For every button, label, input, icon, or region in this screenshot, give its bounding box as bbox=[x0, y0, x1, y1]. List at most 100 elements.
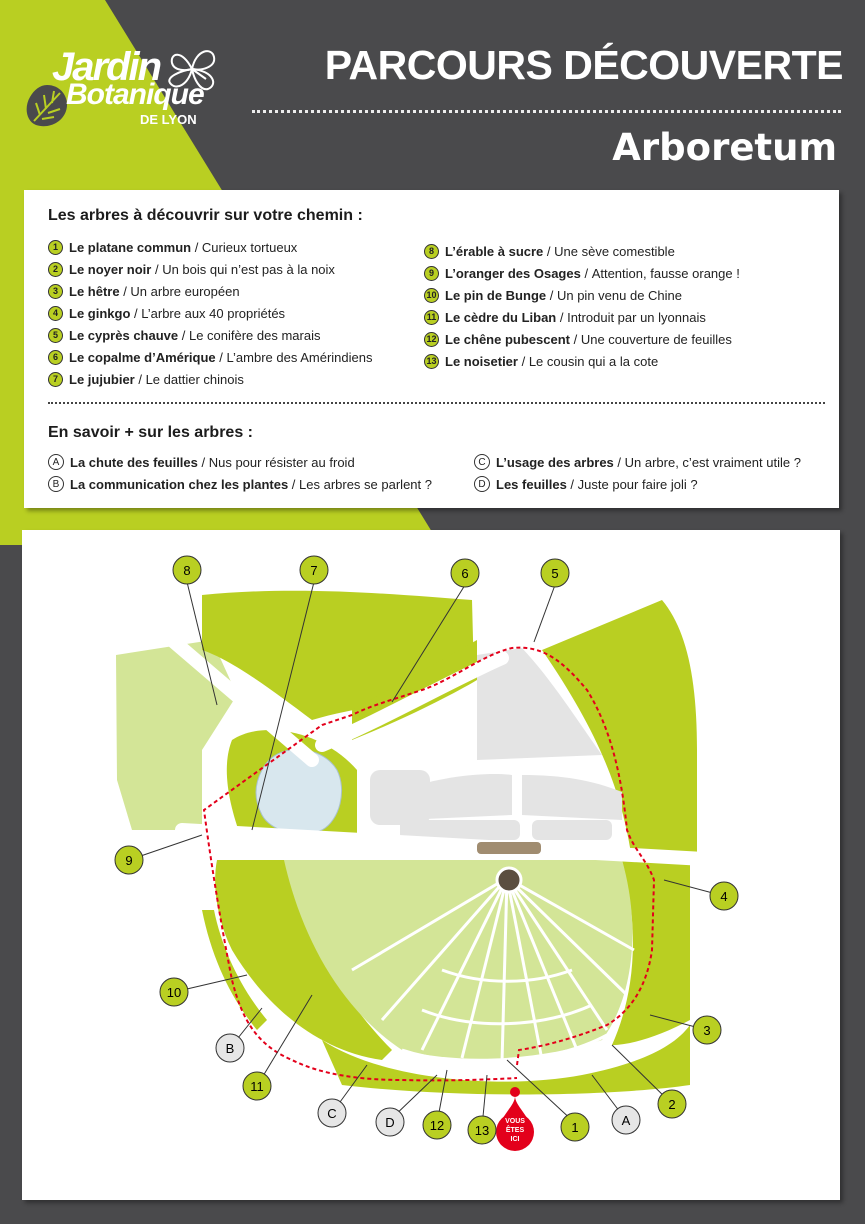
marker-b-label: B bbox=[226, 1041, 235, 1056]
jardin-botanique-logo: Jardin Botanique DE LYON bbox=[22, 45, 237, 145]
map-card: VOUS ÊTES ICI 8 bbox=[22, 530, 840, 1200]
topic-letter-badge: A bbox=[48, 454, 64, 470]
map-building-5 bbox=[532, 820, 612, 840]
tree-name: Le noisetier bbox=[445, 353, 518, 369]
tree-description: Une couverture de feuilles bbox=[580, 331, 732, 347]
marker-1 bbox=[560, 1112, 590, 1142]
topic-name: La communication chez les plantes bbox=[70, 476, 289, 492]
marker-9 bbox=[114, 845, 144, 875]
marker-7-label: 7 bbox=[310, 563, 317, 578]
marker-8-label: 8 bbox=[183, 563, 190, 578]
legend-card: Les arbres à découvrir sur votre chemin … bbox=[24, 190, 839, 508]
topic-letter-badge: B bbox=[48, 476, 64, 492]
marker-6 bbox=[450, 558, 480, 588]
map-zone-light-left bbox=[116, 640, 237, 830]
tree-number-badge: 7 bbox=[48, 371, 63, 387]
marker-12 bbox=[422, 1110, 452, 1140]
marker-11-label: 11 bbox=[250, 1079, 264, 1094]
topic-name: La chute des feuilles bbox=[70, 454, 198, 470]
tree-number-badge: 10 bbox=[424, 287, 439, 303]
you-are-here-line1: VOUS bbox=[505, 1118, 525, 1125]
marker-2 bbox=[657, 1089, 687, 1119]
leaf-icon bbox=[26, 85, 68, 127]
marker-7 bbox=[299, 555, 329, 585]
marker-12-label: 12 bbox=[430, 1118, 444, 1133]
map-zone-south-west bbox=[215, 860, 392, 1060]
tree-description: Le conifère des marais bbox=[188, 327, 321, 343]
marker-8 bbox=[172, 555, 202, 585]
tree-name: Le chêne pubescent bbox=[445, 331, 570, 347]
tree-name: Le jujubier bbox=[69, 371, 135, 387]
topic-description: Un arbre, c’est vraiment utile ? bbox=[624, 454, 801, 470]
map-zone-south bbox=[322, 1025, 690, 1095]
marker-5 bbox=[540, 558, 570, 588]
tree-description: Introduit par un lyonnais bbox=[567, 309, 706, 325]
map-zone-fan bbox=[284, 860, 633, 1059]
trees-section-title: Les arbres à découvrir sur votre chemin … bbox=[48, 207, 363, 224]
marker-10 bbox=[159, 977, 189, 1007]
legend-divider bbox=[48, 402, 825, 404]
map-zone-5 bbox=[542, 600, 697, 860]
marker-5-label: 5 bbox=[551, 566, 558, 581]
topic-description: Juste pour faire joli ? bbox=[577, 476, 698, 492]
tree-name: L’érable à sucre bbox=[445, 243, 544, 259]
page-title: PARCOURS DÉCOUVERTE bbox=[324, 42, 844, 88]
tree-number-badge: 12 bbox=[424, 331, 439, 347]
park-map: VOUS ÊTES ICI 8 bbox=[114, 555, 739, 1151]
logo-word-de-lyon: DE LYON bbox=[140, 112, 197, 127]
map-building-greenhouse bbox=[477, 648, 602, 760]
marker-b bbox=[215, 1033, 245, 1063]
marker-11 bbox=[242, 1071, 272, 1101]
tree-description: L’ambre des Amérindiens bbox=[226, 349, 373, 365]
marker-4-label: 4 bbox=[720, 889, 727, 904]
map-leader-lines bbox=[128, 581, 725, 1128]
map-building-4 bbox=[400, 820, 520, 840]
tree-number-badge: 11 bbox=[424, 309, 439, 325]
tree-description: Attention, fausse orange ! bbox=[591, 265, 740, 281]
marker-d bbox=[375, 1107, 405, 1137]
map-building-3 bbox=[522, 775, 622, 820]
topic-name: Les feuilles bbox=[496, 476, 567, 492]
tree-description: Le dattier chinois bbox=[145, 371, 244, 387]
tree-number-badge: 5 bbox=[48, 327, 63, 343]
hibiscus-flower-icon bbox=[168, 50, 216, 91]
marker-10-label: 10 bbox=[167, 985, 181, 1000]
topic-name: L’usage des arbres bbox=[496, 454, 614, 470]
logo-word-botanique: Botanique bbox=[66, 78, 205, 111]
marker-c bbox=[317, 1098, 347, 1128]
tree-name: Le copalme d’Amérique bbox=[69, 349, 216, 365]
tree-description: Curieux tortueux bbox=[201, 239, 298, 255]
tree-description: Un arbre européen bbox=[130, 283, 240, 299]
tree-number-badge: 13 bbox=[424, 353, 439, 369]
visitor-route bbox=[202, 646, 656, 1082]
you-are-here-pin: VOUS ÊTES ICI bbox=[496, 1087, 534, 1151]
tree-description: L’arbre aux 40 propriétés bbox=[141, 305, 286, 321]
tree-name: L’oranger des Osages bbox=[445, 265, 581, 281]
topic-description: Nus pour résister au froid bbox=[208, 454, 355, 470]
topic-letter-badge: D bbox=[474, 476, 490, 492]
marker-1-label: 1 bbox=[571, 1120, 578, 1135]
tree-description: Le cousin qui a la cote bbox=[528, 353, 659, 369]
map-building-2 bbox=[404, 773, 512, 820]
header-divider bbox=[252, 110, 841, 113]
tree-number-badge: 3 bbox=[48, 283, 63, 299]
marker-d-label: D bbox=[385, 1115, 394, 1130]
tree-description: Un pin venu de Chine bbox=[556, 287, 682, 303]
tree-number-badge: 1 bbox=[48, 239, 63, 255]
map-roads bbox=[165, 633, 729, 867]
tree-number-badge: 8 bbox=[424, 243, 439, 259]
marker-a-label: A bbox=[622, 1113, 631, 1128]
